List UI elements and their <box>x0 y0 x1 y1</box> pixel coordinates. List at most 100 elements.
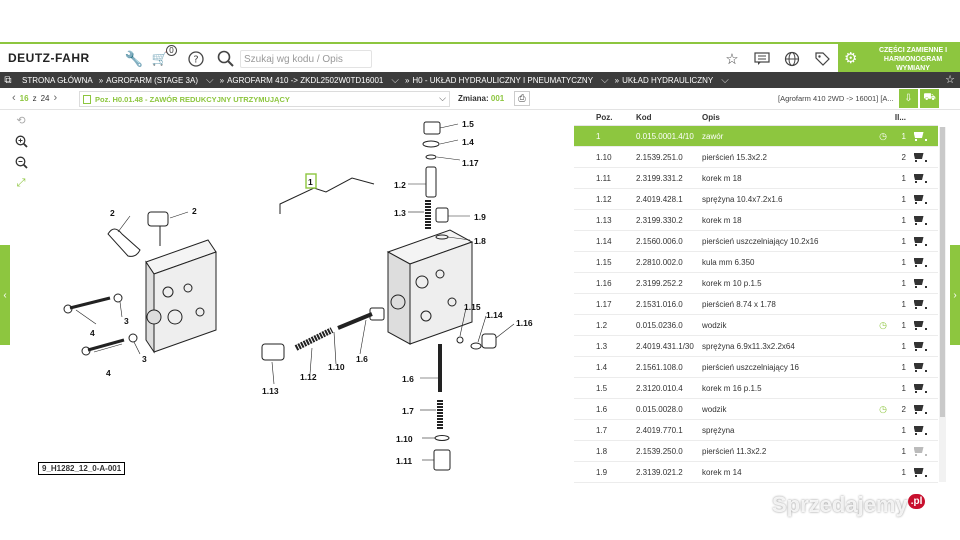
add-to-cart-button[interactable] <box>906 132 930 141</box>
callout-label[interactable]: 4 <box>106 368 111 378</box>
prev-arrow-icon[interactable]: ‹ <box>0 245 10 345</box>
zoom-in-icon[interactable] <box>14 134 28 148</box>
clock-info-icon[interactable]: ◷ <box>879 403 887 414</box>
callout-label[interactable]: 1.10 <box>328 362 345 372</box>
add-to-cart-button[interactable] <box>906 258 930 267</box>
add-to-cart-button[interactable] <box>906 447 930 456</box>
table-scrollbar[interactable] <box>939 127 946 482</box>
export-button[interactable]: ⇩ <box>899 89 918 108</box>
help-icon[interactable]: ? <box>186 49 206 69</box>
breadcrumb-item[interactable]: » AGROFARM (STAGE 3A)⌵ <box>98 74 214 86</box>
chevron-down-icon[interactable]: ⌵ <box>439 93 446 103</box>
callout-label[interactable]: 4 <box>90 328 95 338</box>
tag-icon[interactable] <box>812 49 832 69</box>
tractor-button[interactable]: ⛟ <box>920 89 939 108</box>
favorites-star-icon[interactable]: ☆ <box>725 51 739 68</box>
callout-label[interactable]: 1.9 <box>474 212 486 222</box>
column-header-poz[interactable]: Poz. <box>596 113 613 122</box>
add-to-cart-button[interactable] <box>906 195 930 204</box>
add-to-cart-button[interactable] <box>906 426 930 435</box>
brand-logo[interactable]: DEUTZ-FAHR <box>8 51 90 65</box>
print-button[interactable]: ⎙ <box>514 91 530 106</box>
exploded-parts-diagram[interactable]: 1 2 2 3 3 4 4 1.5 1.4 1.17 1.2 1.3 1.9 1… <box>30 112 570 482</box>
scrollbar-thumb[interactable] <box>940 127 945 417</box>
add-to-cart-button[interactable] <box>906 405 930 414</box>
chevron-down-icon[interactable]: ⌵ <box>206 74 214 86</box>
callout-label[interactable]: 1.15 <box>464 302 481 312</box>
search-icon[interactable] <box>216 49 236 69</box>
callout-label[interactable]: 1.7 <box>402 406 414 416</box>
add-to-cart-button[interactable] <box>906 342 930 351</box>
callout-label[interactable]: 3 <box>124 316 129 326</box>
next-arrow-icon[interactable]: › <box>950 245 960 345</box>
callout-label[interactable]: 1.12 <box>300 372 317 382</box>
clock-info-icon[interactable]: ◷ <box>879 130 887 141</box>
callout-label[interactable]: 1.2 <box>394 180 406 190</box>
callout-label[interactable]: 1.6 <box>356 354 368 364</box>
breadcrumb-item[interactable]: » UKŁAD HYDRAULICZNY⌵ <box>614 74 729 86</box>
callout-label[interactable]: 2 <box>110 208 115 218</box>
fit-screen-icon[interactable]: ⤢ <box>16 176 26 189</box>
add-to-cart-button[interactable] <box>906 216 930 225</box>
callout-label[interactable]: 1.5 <box>462 119 474 129</box>
add-to-cart-button[interactable] <box>906 300 930 309</box>
column-header-il[interactable]: Il... <box>894 113 906 122</box>
globe-icon[interactable] <box>782 49 802 69</box>
callout-label[interactable]: 1.13 <box>262 386 279 396</box>
chevron-down-icon[interactable]: ⌵ <box>601 74 609 86</box>
column-header-opis[interactable]: Opis <box>702 113 720 122</box>
callout-label[interactable]: 1.17 <box>462 158 479 168</box>
callout-label[interactable]: 2 <box>192 206 197 216</box>
callout-label[interactable]: 1.3 <box>394 208 406 218</box>
callout-label[interactable]: 3 <box>142 354 147 364</box>
add-to-cart-button[interactable] <box>906 237 930 246</box>
search-input[interactable] <box>240 50 372 68</box>
add-to-cart-button[interactable] <box>906 279 930 288</box>
breadcrumb-item[interactable]: STRONA GŁÓWNA <box>16 76 93 85</box>
add-to-cart-button[interactable] <box>906 321 930 330</box>
next-page-icon[interactable]: › <box>53 92 58 104</box>
add-to-cart-button[interactable] <box>906 384 930 393</box>
spare-parts-schedule-panel[interactable]: ⚙ CZĘŚCI ZAMIENNE I HARMONOGRAM WYMIANY <box>838 43 960 72</box>
callout-label[interactable]: 1.14 <box>486 310 503 320</box>
callout-label[interactable]: 1.16 <box>516 318 533 328</box>
callout-label[interactable]: 1 <box>308 177 313 187</box>
zoom-out-icon[interactable] <box>14 155 28 169</box>
add-to-cart-button[interactable] <box>906 174 930 183</box>
part-select[interactable]: Poz. H0.01.48 - ZAWÓR REDUKCYJNY UTRZYMU… <box>79 91 450 107</box>
chevron-down-icon[interactable]: ⌵ <box>391 74 399 86</box>
callout-label[interactable]: 1.8 <box>474 236 486 246</box>
callout-label[interactable]: 1.4 <box>462 137 474 147</box>
chevron-down-icon[interactable]: ⌵ <box>721 74 729 86</box>
callout-label[interactable]: 1.10 <box>396 434 413 444</box>
callout-label[interactable]: 1.6 <box>402 374 414 384</box>
add-to-cart-button[interactable] <box>906 153 930 162</box>
prev-page-icon[interactable]: ‹ <box>12 92 16 104</box>
column-header-kod[interactable]: Kod <box>636 113 652 122</box>
message-icon[interactable] <box>752 49 772 69</box>
add-to-cart-button[interactable] <box>906 363 930 372</box>
cart-icon[interactable]: 🛒 <box>151 51 169 66</box>
callout-label[interactable]: 1.11 <box>396 456 412 466</box>
breadcrumb-item[interactable]: » H0 - UKŁAD HYDRAULICZNY I PNEUMATYCZNY… <box>404 74 609 86</box>
favorite-star-icon[interactable]: ☆ <box>945 74 955 86</box>
copy-icon[interactable]: ⧉ <box>4 74 12 86</box>
breadcrumb-item[interactable]: » AGROFARM 410 -> ZKDL2502W0TD16001⌵ <box>219 74 399 86</box>
add-to-cart-button[interactable] <box>906 468 930 477</box>
wrench-icon[interactable]: 🔧 <box>124 51 144 68</box>
